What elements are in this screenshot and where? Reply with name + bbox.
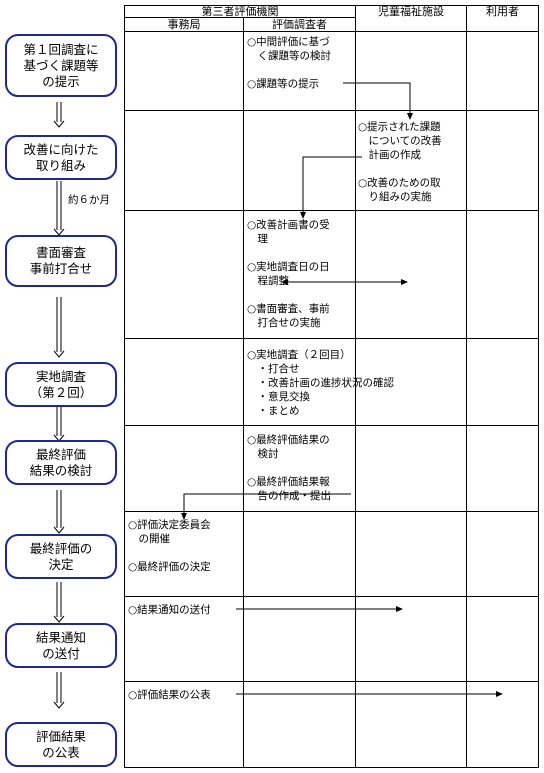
cell-r7-office: ○結果通知の送付: [128, 604, 211, 616]
cell-r4-evaluator: ○実地調査（２回目） ・打合せ ・改善計画の進捗状況の確認 ・意見交換 ・まとめ: [247, 349, 394, 417]
interval-note: 約６か月: [68, 194, 110, 206]
cell-r2-facility: ○提示された課題 についての改善 計画の作成 ○改善のための取 り組みの実施: [358, 121, 442, 203]
step-issue-presentation: 第１回調査に 基づく課題等 の提示: [5, 34, 117, 97]
header-user: 利用者: [486, 5, 519, 18]
header-org: 第三者評価機関: [201, 5, 279, 18]
cell-r1-evaluator: ○中間評価に基づ く課題等の検討 ○課題等の提示: [247, 36, 331, 90]
cell-r6-office: ○評価決定委員会 の開催 ○最終評価の決定: [128, 519, 211, 573]
header-facility: 児童福祉施設: [378, 5, 444, 18]
step-final-review: 最終評価 結果の検討: [5, 440, 117, 485]
step-notification: 結果通知 の送付: [5, 623, 117, 668]
step-publication: 評価結果 の公表: [5, 722, 117, 767]
arrow-to-facility: [343, 82, 411, 116]
header-evaluator: 評価調査者: [272, 18, 327, 31]
step-site-survey: 実地調査 （第２回）: [5, 362, 117, 407]
header-office: 事務局: [167, 18, 201, 31]
cell-r3-evaluator: ○改善計画書の受 理 ○実地調査日の日 程調整 ○書面審査、事前 打合せの実施: [247, 219, 330, 329]
step-improvement: 改善に向けた 取り組み: [5, 135, 117, 180]
arrow-to-evaluator: [302, 156, 362, 215]
step-document-review: 書面審査 事前打合せ: [5, 235, 117, 287]
cell-r8-office: ○評価結果の公表: [128, 689, 211, 701]
cell-r5-evaluator: ○最終評価結果の 検討 ○最終評価結果報 告の作成・提出: [247, 434, 331, 502]
step-final-decision: 最終評価の 決定: [5, 534, 117, 579]
arrow-to-office: [183, 493, 351, 516]
